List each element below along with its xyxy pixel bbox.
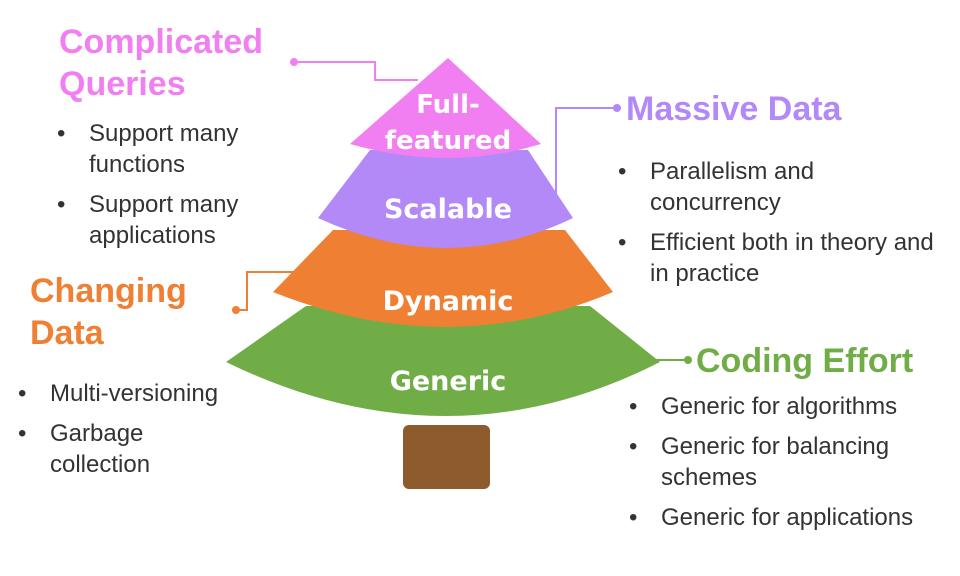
tier-generic-label: Generic — [390, 366, 507, 397]
tier-top-label-line2: featured — [385, 126, 512, 156]
tier-top-label-line1: Full- — [416, 90, 480, 120]
tier-full-featured — [350, 58, 541, 158]
connector-complicated-queries — [290, 58, 418, 81]
coding-effort-item: Generic for algorithms — [629, 391, 951, 422]
changing-data-heading-line1: Changing — [30, 272, 187, 310]
changing-data-item: Garbage collection — [18, 418, 210, 480]
tree-trunk — [403, 425, 490, 489]
coding-effort-item: Generic for applications — [629, 502, 951, 533]
massive-data-heading: Massive Data — [626, 90, 842, 128]
tier-scalable — [318, 150, 573, 248]
complicated-queries-list: Support many functions Support many appl… — [57, 118, 294, 260]
complicated-queries-heading-line1: Complicated — [59, 23, 264, 61]
massive-data-item: Parallelism and concurrency — [618, 156, 865, 218]
connector-coding-effort — [652, 356, 692, 364]
coding-effort-heading: Coding Effort — [696, 342, 914, 380]
tier-scalable-label: Scalable — [384, 194, 512, 225]
massive-data-item: Efficient both in theory and in practice — [618, 227, 950, 289]
coding-effort-list: Generic for algorithms Generic for balan… — [629, 391, 951, 542]
changing-data-heading: Changing Data — [30, 270, 187, 354]
changing-data-heading-line2: Data — [30, 314, 104, 352]
tier-dynamic-label: Dynamic — [383, 286, 514, 317]
complicated-queries-item: Support many functions — [57, 118, 294, 180]
complicated-queries-item: Support many applications — [57, 189, 294, 251]
coding-effort-item: Generic for balancing schemes — [629, 431, 951, 493]
tier-generic — [226, 306, 660, 416]
changing-data-item: Multi-versioning — [18, 378, 218, 409]
complicated-queries-heading-line2: Queries — [59, 65, 186, 103]
connector-massive-data — [555, 104, 621, 200]
changing-data-list: Multi-versioning Garbage collection — [18, 378, 218, 489]
massive-data-list: Parallelism and concurrency Efficient bo… — [618, 156, 950, 298]
complicated-queries-heading: Complicated Queries — [59, 21, 263, 105]
connector-changing-data — [232, 271, 296, 314]
tier-dynamic — [273, 230, 613, 327]
